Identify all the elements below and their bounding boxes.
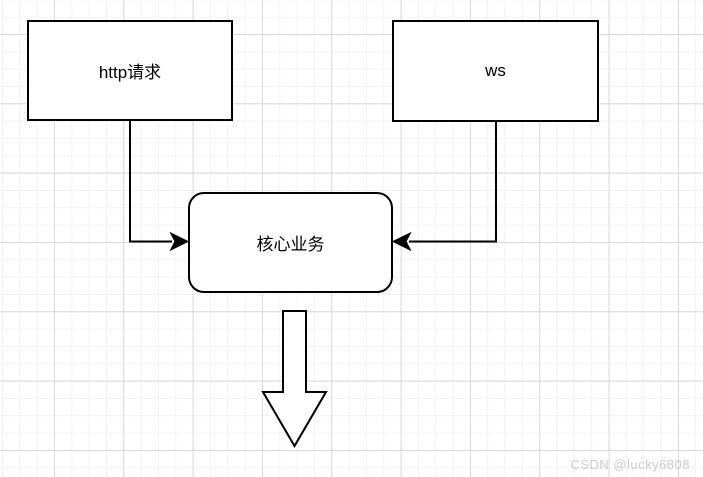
down-block-arrow[interactable]	[261, 310, 328, 448]
arrowhead-left-icon	[391, 231, 412, 252]
node-http-request-label: http请求	[98, 63, 162, 82]
connector-http-to-core[interactable]	[129, 121, 190, 252]
node-ws-label: ws	[485, 61, 506, 80]
node-http-request[interactable]: http请求	[27, 20, 233, 121]
node-ws[interactable]: ws	[392, 20, 599, 122]
watermark: CSDN @lucky6808	[570, 457, 690, 472]
node-core-business[interactable]: 核心业务	[188, 192, 393, 293]
arrowhead-right-icon	[169, 231, 190, 252]
connector-ws-to-core[interactable]	[391, 122, 497, 252]
node-core-business-label: 核心业务	[256, 235, 325, 254]
